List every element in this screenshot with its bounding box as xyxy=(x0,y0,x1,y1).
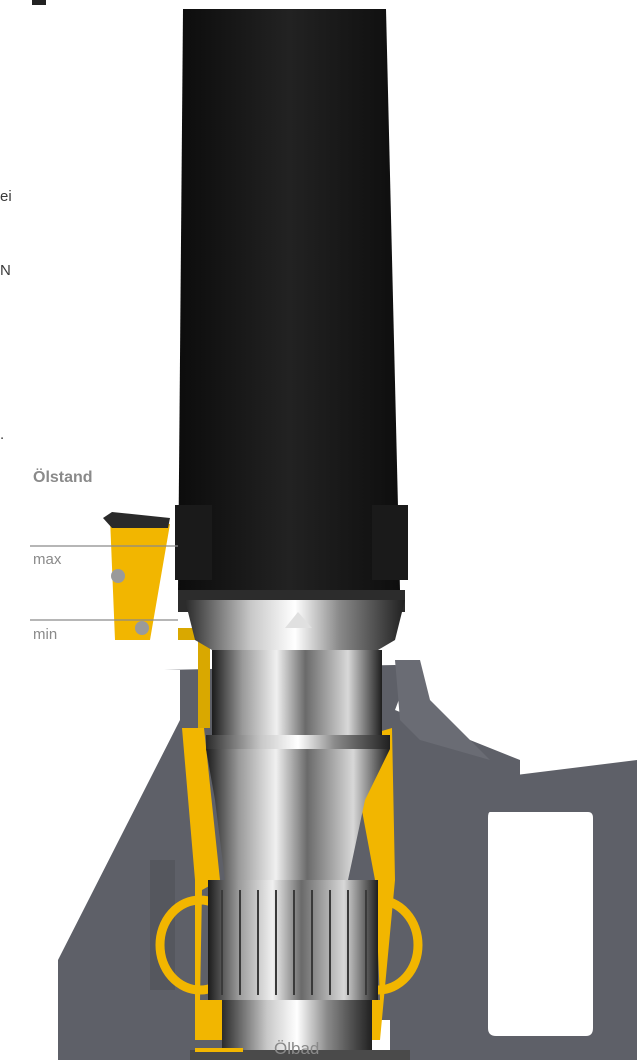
bolt-upper xyxy=(111,569,125,583)
text-fragment-2: N xyxy=(0,262,11,279)
max-label: max xyxy=(33,551,62,568)
gear-teeth xyxy=(221,890,367,995)
housing-window xyxy=(488,812,593,1036)
text-fragment-3: . xyxy=(0,426,5,443)
legend-oil-bath-label: Ölbad xyxy=(274,1039,320,1058)
text-fragment-1: ei xyxy=(0,188,12,205)
upper-frame xyxy=(175,9,408,612)
min-label: min xyxy=(33,626,58,643)
top-left-mark xyxy=(32,0,46,5)
sight-glass-bracket xyxy=(103,512,170,528)
bolt-lower xyxy=(135,621,149,635)
oil-level-title: Ölstand xyxy=(33,469,93,486)
